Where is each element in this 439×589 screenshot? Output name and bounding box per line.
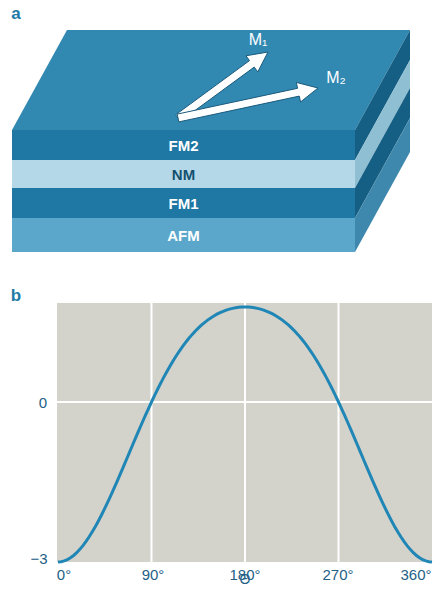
layer-band: NM (12, 160, 355, 188)
side-face (355, 118, 410, 252)
vector-label: M₁ (249, 31, 268, 49)
axis-tick: 90° (142, 566, 165, 583)
energy-curve (58, 307, 432, 562)
axis-tick: 270° (322, 566, 353, 583)
grid-line (338, 303, 340, 562)
layer-band: AFM (12, 218, 355, 252)
axis-tick: 0 (39, 394, 47, 411)
panel-letter: a (11, 4, 20, 24)
panel-letter: b (11, 286, 21, 306)
layer-stack (12, 30, 410, 252)
axis-tick: −3 (30, 550, 47, 567)
axis-title: Θ (240, 571, 251, 587)
layer-label: NM (172, 166, 195, 183)
axis-tick: 0° (57, 566, 71, 583)
magnetization-arrow (177, 82, 318, 122)
top-face (12, 30, 410, 130)
vector-label: M₂ (326, 69, 346, 87)
grid-line (57, 401, 432, 403)
layer-label: FM2 (169, 137, 199, 154)
grid-line (151, 303, 153, 562)
layer-band: FM1 (12, 188, 355, 218)
chart (57, 303, 432, 562)
layer-label: FM1 (169, 195, 199, 212)
layer-band: FM2 (12, 130, 355, 160)
grid-line (244, 303, 246, 562)
plot-area (57, 303, 432, 562)
magnetization-arrows (176, 52, 318, 122)
layer-label: AFM (167, 227, 200, 244)
axis-tick: 360° (400, 566, 431, 583)
